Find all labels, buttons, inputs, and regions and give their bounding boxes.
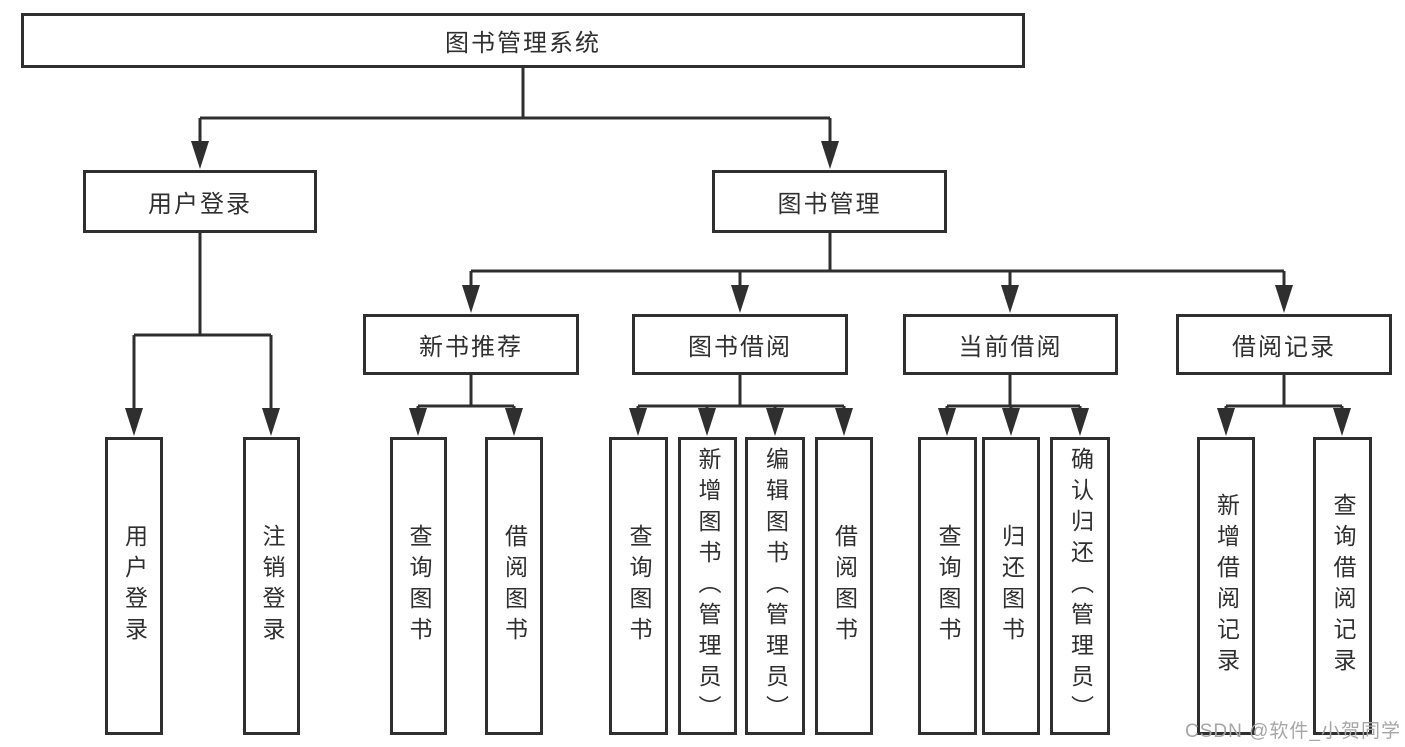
leaf-user-login-label: 用户登录 (121, 524, 148, 648)
edge-borrowing-records-to-leaves (1224, 375, 1344, 415)
edge-book-management-to-level3 (469, 233, 1286, 292)
leaf-records-query-record: 查询借阅记录 (1313, 437, 1372, 735)
arrowhead (629, 408, 647, 436)
watermark: CSDN @软件_小贺同学 (1185, 721, 1401, 742)
leaf-newbooks-query-books-label: 查询图书 (406, 524, 432, 648)
edge-current-borrowing-to-leaves (945, 375, 1082, 415)
leaf-borrowing-add-books-admin: 新增图书（管理员） (678, 437, 737, 735)
arrowhead (1001, 285, 1019, 313)
node-root-label: 图书管理系统 (445, 30, 601, 57)
arrowhead (1002, 408, 1020, 436)
arrowhead (766, 408, 784, 436)
node-borrowing-records-label: 借阅记录 (1232, 334, 1336, 361)
leaf-records-add-record: 新增借阅记录 (1197, 437, 1255, 735)
node-current-borrowing: 当前借阅 (903, 314, 1118, 375)
leaf-borrowing-edit-books-admin-label: 编辑图书（管理员） (762, 446, 789, 726)
leaf-current-return-books: 归还图书 (982, 437, 1040, 735)
arrowhead (191, 141, 209, 169)
leaf-logout-label: 注销登录 (259, 524, 285, 648)
leaf-borrowing-query-books: 查询图书 (609, 437, 668, 735)
leaf-newbooks-borrow-books: 借阅图书 (485, 437, 543, 735)
leaf-borrowing-add-books-admin-label: 新增图书（管理员） (695, 446, 721, 726)
arrowhead (938, 408, 956, 436)
node-user-login: 用户登录 (83, 170, 317, 233)
arrowhead (1333, 408, 1351, 436)
node-root: 图书管理系统 (21, 13, 1025, 68)
arrowhead (698, 408, 716, 436)
leaf-borrowing-borrow-books-label: 借阅图书 (831, 524, 858, 648)
leaf-current-confirm-return-admin: 确认归还（管理员） (1050, 437, 1110, 735)
node-book-management: 图书管理 (712, 170, 947, 233)
arrowhead (125, 408, 143, 436)
node-user-login-label: 用户登录 (148, 191, 252, 218)
leaf-current-return-books-label: 归还图书 (998, 524, 1025, 648)
node-book-borrowing-label: 图书借阅 (688, 334, 792, 361)
leaf-current-confirm-return-admin-label: 确认归还（管理员） (1067, 446, 1094, 726)
leaf-newbooks-borrow-books-label: 借阅图书 (501, 524, 528, 648)
arrowhead (1275, 285, 1293, 313)
node-new-books-label: 新书推荐 (419, 334, 523, 361)
leaf-records-add-record-label: 新增借阅记录 (1213, 493, 1240, 679)
arrowhead (262, 408, 280, 436)
edge-book-borrowing-to-leaves (636, 375, 846, 415)
arrowhead (462, 285, 480, 313)
leaf-logout: 注销登录 (243, 437, 300, 735)
leaf-borrowing-borrow-books: 借阅图书 (815, 437, 873, 735)
edge-new-books-to-leaves (416, 375, 516, 415)
edge-root-to-level2 (198, 68, 832, 148)
node-book-borrowing: 图书借阅 (632, 314, 848, 375)
leaf-user-login: 用户登录 (105, 437, 163, 735)
arrowhead (835, 408, 853, 436)
leaf-borrowing-query-books-label: 查询图书 (626, 524, 652, 648)
arrowhead (821, 141, 839, 169)
arrowhead (1071, 408, 1089, 436)
node-current-borrowing-label: 当前借阅 (958, 334, 1063, 361)
node-book-management-label: 图书管理 (777, 191, 882, 218)
leaf-current-query-books: 查询图书 (918, 437, 977, 735)
leaf-borrowing-edit-books-admin: 编辑图书（管理员） (745, 437, 805, 735)
leaf-newbooks-query-books: 查询图书 (390, 437, 447, 735)
leaf-records-query-record-label: 查询借阅记录 (1330, 493, 1356, 679)
arrowhead (505, 408, 523, 436)
edge-user-login-to-leaves (132, 233, 273, 415)
arrowhead (731, 285, 749, 313)
node-borrowing-records: 借阅记录 (1176, 314, 1392, 375)
arrowhead (1217, 408, 1235, 436)
node-new-books: 新书推荐 (363, 314, 579, 375)
leaf-current-query-books-label: 查询图书 (935, 524, 961, 648)
arrowhead (409, 408, 427, 436)
